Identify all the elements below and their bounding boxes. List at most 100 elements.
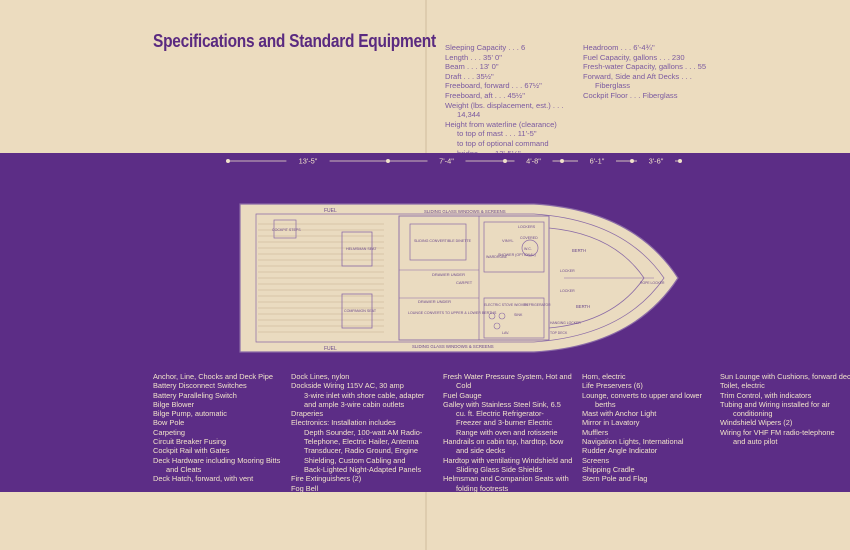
plan-label-cockpit-steps: COCKPIT STEPS (272, 228, 301, 232)
equipment-item: Draperies (291, 409, 324, 419)
equipment-item: Screens (582, 455, 610, 465)
equipment-item: cu. ft. Electric Refrigerator- (456, 409, 544, 419)
plan-label-lockers: LOCKERS (518, 225, 536, 229)
equipment-item: Fog Bell (291, 483, 319, 493)
equipment-item: Trim Control, with indicators (720, 390, 812, 400)
plan-label-hanging-locker: HANGING LOCKER (550, 321, 581, 325)
dimension-tick (503, 159, 507, 163)
equipment-item: Fresh Water Pressure System, Hot and (443, 372, 572, 381)
equipment-item: Fire Extinguishers (2) (291, 474, 362, 484)
equipment-item: folding footrests (456, 483, 509, 493)
plan-label-dinette: SLIDING CONVERTIBLE DINETTE (414, 239, 472, 243)
equipment-item: Mast with Anchor Light (582, 409, 657, 419)
spec-line: to top of optional command (457, 138, 549, 148)
equipment-item: Bow Pole (153, 418, 185, 428)
plan-label-refrigerator: REFRIGERATOR (524, 303, 551, 307)
plan-label-covered: COVERED (520, 236, 538, 240)
dimension-label: 7'-4" (439, 157, 454, 166)
plan-label-fuel-bottom: FUEL (324, 346, 337, 352)
equipment-item: 3-wire inlet with shore cable, adapter (304, 390, 425, 400)
equipment-item: Stern Pole and Flag (582, 474, 648, 484)
equipment-item: Helmsman and Companion Seats with (443, 474, 569, 484)
equipment-item: Dockside Wiring 115V AC, 30 amp (291, 381, 404, 391)
plan-label-helm-seat: HELMSMAN SEAT (346, 247, 377, 251)
equipment-item: and Cleats (166, 464, 202, 474)
equipment-item: Deck Hardware including Mooring Bitts (153, 455, 281, 465)
plan-label-locker-lower: LOCKER (560, 289, 575, 293)
plan-label-lav: LAV. (502, 331, 509, 335)
plan-label-wardrobe: WARDROBE (486, 255, 508, 259)
spec-line: to top of mast . . . 11'-5" (457, 129, 537, 139)
spec-line: Fuel Capacity, gallons . . . 230 (583, 52, 685, 62)
equipment-item: Fuel Gauge (443, 390, 482, 400)
dimension-tick (386, 159, 390, 163)
equipment-item: Cold (456, 381, 472, 391)
plan-label-rope-locker: ROPE LOCKER (640, 281, 665, 285)
equipment-item: Cockpit Rail with Gates (153, 446, 230, 456)
spec-line: Height from waterline (clearance) (445, 119, 557, 129)
plan-label-companion-seat: COMPANION SEAT (344, 309, 377, 313)
equipment-item: Transducer, Radio Ground, Engine (304, 446, 418, 456)
equipment-item: Battery Paralleling Switch (153, 390, 237, 400)
equipment-item: Anchor, Line, Chocks and Deck Pipe (153, 372, 273, 381)
equipment-item: Shipping Cradle (582, 464, 635, 474)
equipment-item: Shielding, Custom Cabling and (304, 455, 406, 465)
equipment-item: Freezer and 3-burner Electric (456, 418, 553, 428)
plan-label-windows-bottom: SLIDING GLASS WINDOWS & SCREENS (412, 344, 494, 349)
plan-label-shower: SHOWER (OPTIONAL) (498, 253, 536, 257)
spec-line: Sleeping Capacity . . . 6 (445, 43, 526, 52)
spec-line: Cockpit Floor . . . Fiberglass (583, 90, 678, 100)
equipment-item: Sliding Glass Side Shields (456, 464, 543, 474)
equipment-item: Mirror in Lavatory (582, 418, 640, 428)
spec-line: Beam . . . 13' 0" (445, 62, 499, 72)
plan-label-top-deck: TOP DECK (550, 331, 568, 335)
equipment-item: Navigation Lights, International (582, 437, 684, 447)
dimension-line: 13'-5"7'-4"4'-8"6'-1"3'-6" (226, 157, 682, 166)
spec-line: Weight (lbs. displacement, est.) . . . (445, 100, 564, 110)
equipment-item: Sun Lounge with Cushions, forward deck (720, 372, 850, 381)
plan-label-fuel-top: FUEL (324, 208, 337, 214)
equipment-item: Bilge Pump, automatic (153, 409, 227, 419)
plan-label-windows-top: SLIDING GLASS WINDOWS & SCREENS (424, 209, 506, 214)
page-title: Specifications and Standard Equipment (153, 31, 436, 51)
equipment-item: Life Preservers (6) (582, 381, 643, 391)
equipment-item: Galley with Stainless Steel Sink, 6.5 (443, 399, 561, 409)
spec-line: Draft . . . 35½" (445, 71, 494, 81)
equipment-item: Range with oven and rotisserie (456, 427, 558, 437)
dimension-tick (678, 159, 682, 163)
equipment-item: Rudder Angle Indicator (582, 446, 658, 456)
equipment-item: Hardtop with ventilating Windshield and (443, 455, 573, 465)
equipment-item: and ample 3-wire cabin outlets (304, 399, 405, 409)
equipment-item: Circuit Breaker Fusing (153, 437, 227, 447)
dimension-label: 4'-8" (526, 157, 541, 166)
dimension-label: 13'-5" (299, 157, 318, 166)
equipment-item: Windshield Wipers (2) (720, 418, 793, 428)
dimension-tick (630, 159, 634, 163)
equipment-item: Back-Lighted Night-Adapted Panels (304, 464, 422, 474)
dimension-label: 3'-6" (649, 157, 664, 166)
boat-floor-plan: FUEL FUEL SLIDING GLASS WINDOWS & SCREEN… (239, 203, 679, 353)
plan-label-berth-lower: BERTH (576, 304, 590, 309)
spec-line: 14,344 (457, 110, 481, 120)
plan-label-carpet: CARPET (456, 280, 473, 285)
plan-label-drawer-under: DRAWER UNDER (432, 272, 465, 277)
equipment-item: conditioning (733, 409, 773, 419)
spec-line: Freeboard, aft . . . 45½" (445, 90, 525, 100)
plan-label-berth-upper: BERTH (572, 248, 586, 253)
equipment-item: Dock Lines, nylon (291, 372, 350, 381)
equipment-item: Tubing and Wiring installed for air (720, 399, 830, 409)
specs-column-2: Headroom . . . 6'-4¾"Fuel Capacity, gall… (583, 43, 706, 101)
plan-label-drawer-under-2: DRAWER UNDER (418, 299, 451, 304)
plan-label-vinyl: VINYL (502, 238, 514, 243)
plan-label-sink: SINK (514, 313, 523, 317)
spec-line: Fresh-water Capacity, gallons . . . 55 (583, 62, 707, 72)
equipment-item: Horn, electric (582, 372, 626, 381)
dimension-tick (226, 159, 230, 163)
equipment-item: Bilge Blower (153, 399, 195, 409)
equipment-item: Deck Hatch, forward, with vent (153, 474, 254, 484)
